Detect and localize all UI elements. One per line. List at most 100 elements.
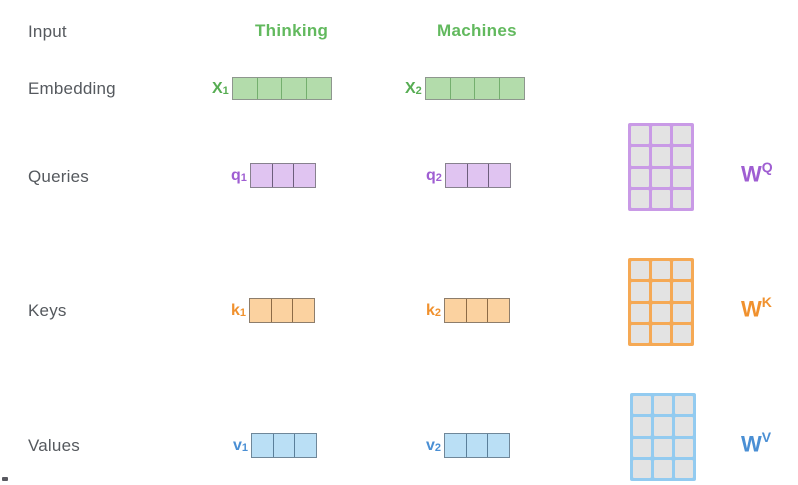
vector-v2-box: [444, 433, 511, 458]
matrix-cell: [654, 417, 672, 436]
vector-k2: k2: [426, 298, 511, 323]
vector-cell: [252, 434, 274, 457]
vector-cell: [475, 78, 501, 99]
vector-x2-label: X2: [405, 79, 422, 97]
matrix-cell: [631, 261, 649, 280]
matrix-cell: [673, 324, 691, 343]
matrix-wk-label: WK: [741, 294, 772, 322]
matrix-cell: [633, 438, 651, 457]
matrix-cell: [673, 261, 691, 280]
matrix-cell: [673, 303, 691, 322]
vector-cell: [295, 434, 317, 457]
vector-x1-label: X1: [212, 79, 229, 97]
matrix-cell: [652, 168, 670, 187]
vector-cell: [467, 164, 490, 187]
vector-cell: [250, 299, 272, 322]
matrix-cell: [675, 417, 693, 436]
vector-cell: [466, 434, 489, 457]
matrix-cell: [673, 168, 691, 187]
matrix-cell: [673, 189, 691, 208]
token-machines: Machines: [437, 21, 517, 40]
vector-cell: [282, 78, 308, 99]
matrix-cell: [633, 417, 651, 436]
vector-v1-label: v1: [233, 436, 249, 454]
matrix-cell: [673, 282, 691, 301]
vector-cell: [271, 299, 294, 322]
vector-v1: v1: [233, 433, 318, 458]
vector-k1-label: k1: [231, 301, 247, 319]
vector-x2: X2: [405, 77, 525, 100]
vector-x1-box: [231, 77, 332, 100]
vector-cell: [293, 299, 315, 322]
vector-cell: [500, 78, 524, 99]
matrix-cell: [652, 324, 670, 343]
vector-q2-box: [444, 163, 511, 188]
matrix-cell: [675, 396, 693, 415]
matrix-cell: [652, 126, 670, 145]
vector-v2-label: v2: [426, 436, 442, 454]
matrix-cell: [631, 147, 649, 166]
matrix-cell: [654, 438, 672, 457]
vector-cell: [466, 299, 489, 322]
matrix-cell: [654, 459, 672, 478]
vector-cell: [445, 299, 467, 322]
matrix-cell: [633, 459, 651, 478]
matrix-cell: [652, 147, 670, 166]
vector-q2-label: q2: [426, 166, 442, 184]
vector-cell: [425, 78, 451, 99]
matrix-wk: [628, 258, 694, 346]
row-label-input: Input: [28, 22, 67, 41]
matrix-cell: [673, 147, 691, 166]
vector-cell: [307, 78, 331, 99]
vector-k2-box: [444, 298, 511, 323]
vector-cell: [250, 164, 273, 187]
row-label-values: Values: [28, 436, 80, 455]
matrix-cell: [631, 282, 649, 301]
vector-q2: q2: [426, 163, 511, 188]
matrix-cell: [633, 396, 651, 415]
vector-q1: q1: [231, 163, 316, 188]
matrix-cell: [631, 303, 649, 322]
vector-cell: [445, 164, 468, 187]
matrix-wq-label: WQ: [741, 159, 773, 187]
vector-q1-box: [249, 163, 316, 188]
matrix-cell: [652, 303, 670, 322]
vector-v2: v2: [426, 433, 511, 458]
matrix-wv-label: WV: [741, 429, 772, 457]
vector-v1-box: [251, 433, 318, 458]
vector-cell: [489, 164, 510, 187]
vector-x2-box: [424, 77, 525, 100]
row-label-embedding: Embedding: [28, 79, 116, 98]
vector-cell: [232, 78, 258, 99]
vector-k1-box: [249, 298, 316, 323]
matrix-cell: [673, 126, 691, 145]
matrix-cell: [652, 189, 670, 208]
matrix-wq: [628, 123, 694, 211]
token-thinking: Thinking: [255, 21, 329, 40]
vector-cell: [488, 299, 510, 322]
screenshot-artifact: [2, 477, 8, 481]
vector-cell: [272, 164, 295, 187]
vector-cell: [294, 164, 315, 187]
vector-q1-label: q1: [231, 166, 247, 184]
matrix-cell: [675, 438, 693, 457]
vector-cell: [257, 78, 283, 99]
matrix-cell: [631, 324, 649, 343]
row-label-keys: Keys: [28, 301, 67, 320]
row-label-queries: Queries: [28, 167, 89, 186]
matrix-cell: [652, 261, 670, 280]
vector-k2-label: k2: [426, 301, 442, 319]
matrix-cell: [652, 282, 670, 301]
vector-cell: [488, 434, 510, 457]
matrix-cell: [631, 126, 649, 145]
vector-x1: X1: [212, 77, 332, 100]
vector-k1: k1: [231, 298, 316, 323]
matrix-cell: [654, 396, 672, 415]
matrix-wv: [630, 393, 696, 481]
matrix-cell: [675, 459, 693, 478]
matrix-cell: [631, 168, 649, 187]
vector-cell: [273, 434, 296, 457]
matrix-cell: [631, 189, 649, 208]
vector-cell: [450, 78, 476, 99]
